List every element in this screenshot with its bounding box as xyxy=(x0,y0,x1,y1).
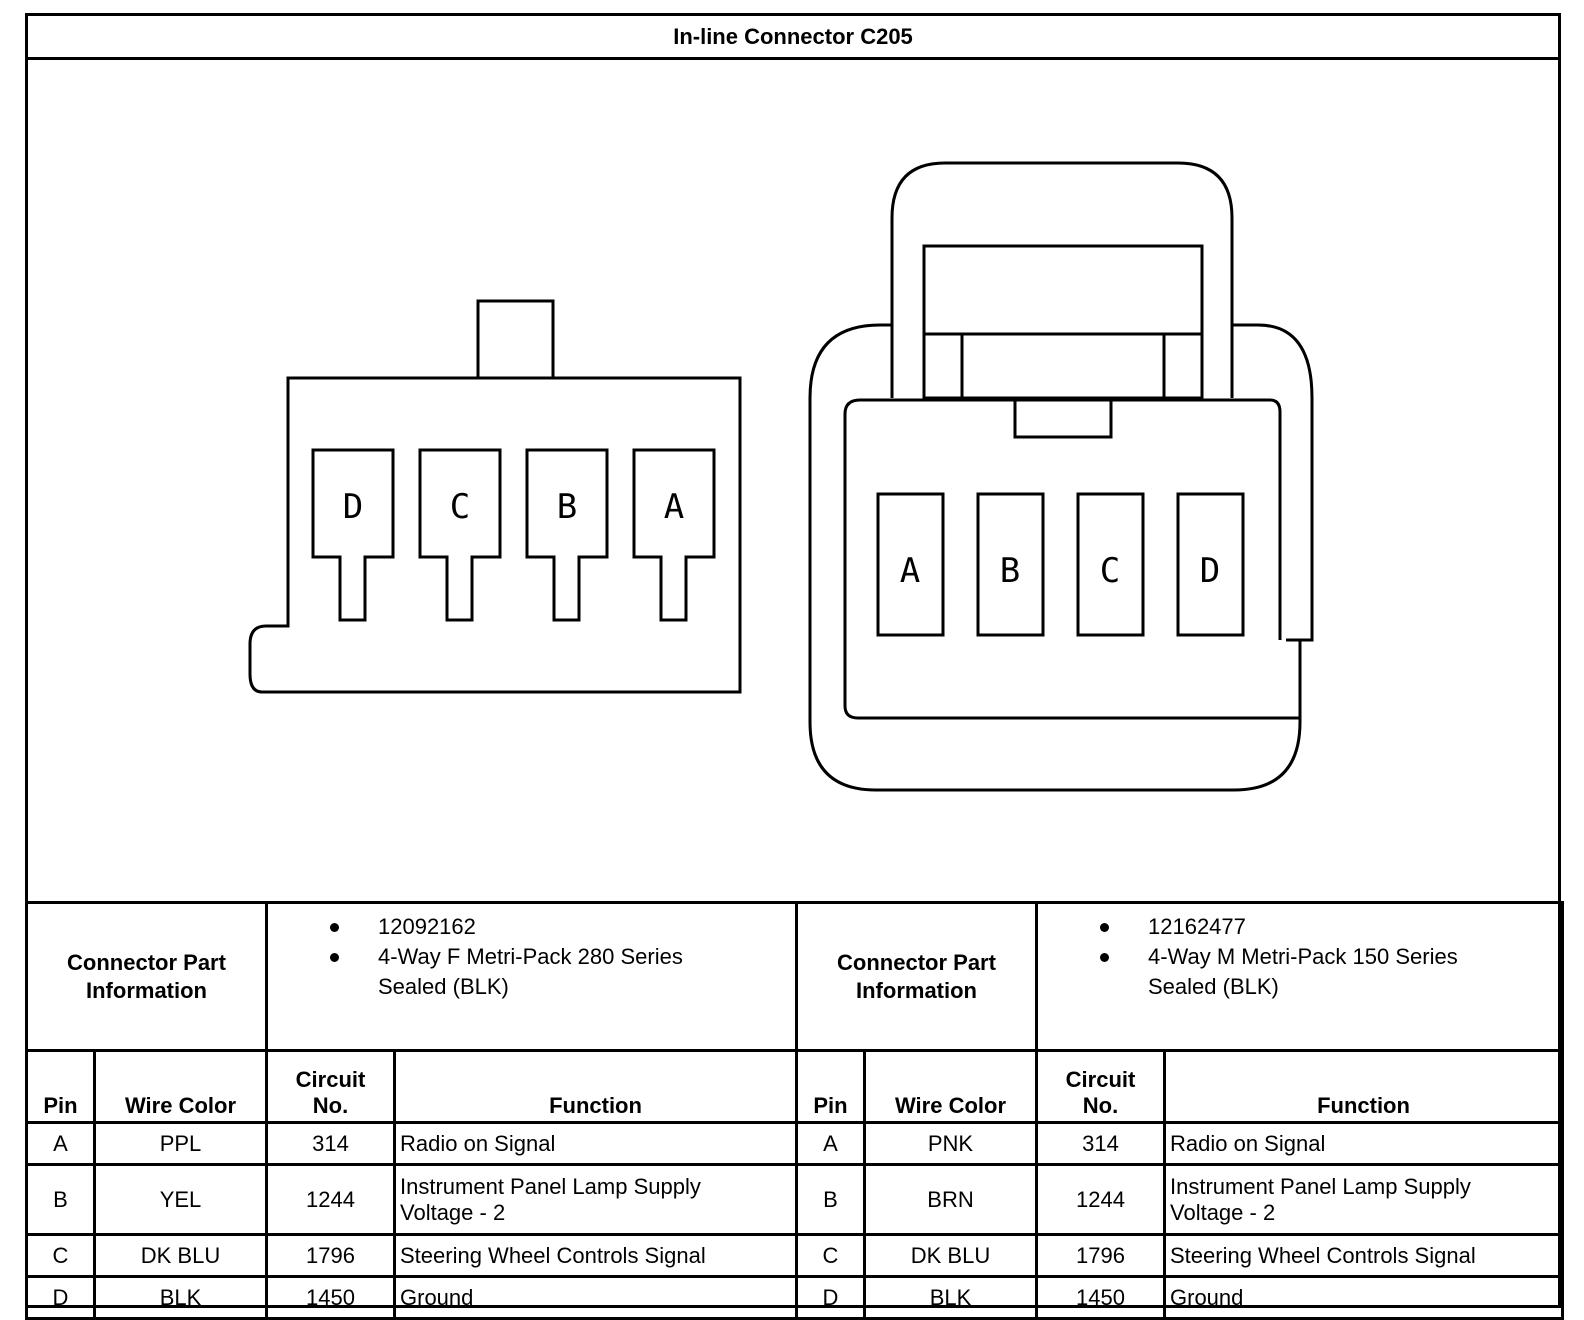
function-cell: Radio on Signal xyxy=(1163,1121,1564,1166)
pin-cell: B xyxy=(795,1163,866,1236)
wire-color-cell: DK BLU xyxy=(93,1233,268,1278)
table-row: C DK BLU 1796 Steering Wheel Controls Si… xyxy=(25,1233,1564,1278)
male-cavity-d xyxy=(1176,492,1245,637)
female-pin-label: B xyxy=(557,487,577,527)
circuit-cell: 1244 xyxy=(1035,1163,1166,1236)
function-cell: Ground xyxy=(393,1275,798,1320)
header-wire-color: Wire Color xyxy=(93,1049,268,1124)
part-info-table: Connector Part Information 12092162 4-Wa… xyxy=(25,901,1564,1052)
table-row: D BLK 1450 Ground D BLK 1450 Ground xyxy=(25,1275,1564,1320)
function-cell: Steering Wheel Controls Signal xyxy=(393,1233,798,1278)
function-cell: Radio on Signal xyxy=(393,1121,798,1166)
pin-cell: A xyxy=(25,1121,96,1166)
circuit-cell: 1450 xyxy=(265,1275,396,1320)
header-pin: Pin xyxy=(25,1049,96,1124)
circuit-cell: 314 xyxy=(265,1121,396,1166)
female-cavity-a xyxy=(632,448,716,622)
circuit-cell: 1450 xyxy=(1035,1275,1166,1320)
header-function: Function xyxy=(393,1049,798,1124)
male-pin-label: C xyxy=(1100,551,1120,591)
female-cavity-c xyxy=(418,448,502,622)
wire-color-cell: BRN xyxy=(863,1163,1038,1236)
pin-cell: C xyxy=(795,1233,866,1278)
female-connector-body xyxy=(248,299,742,694)
function-cell: Ground xyxy=(1163,1275,1564,1320)
female-cavity-b xyxy=(525,448,609,622)
page-title: In-line Connector C205 xyxy=(28,16,1558,60)
male-pin-label: D xyxy=(1200,551,1220,591)
part-number-item: 12162477 xyxy=(1042,912,1557,942)
pin-cell: A xyxy=(795,1121,866,1166)
pin-cell: D xyxy=(795,1275,866,1320)
pin-cell: D xyxy=(25,1275,96,1320)
part-info-label-right: Connector Part Information xyxy=(795,901,1038,1052)
function-cell: Steering Wheel Controls Signal xyxy=(1163,1233,1564,1278)
wire-color-cell: BLK xyxy=(93,1275,268,1320)
circuit-cell: 314 xyxy=(1035,1121,1166,1166)
wire-color-cell: PNK xyxy=(863,1121,1038,1166)
wire-color-cell: PPL xyxy=(93,1121,268,1166)
female-pin-label: D xyxy=(343,487,363,527)
pin-cell: B xyxy=(25,1163,96,1236)
circuit-cell: 1244 xyxy=(265,1163,396,1236)
table-row: A PPL 314 Radio on Signal A PNK 314 Radi… xyxy=(25,1121,1564,1166)
wire-color-cell: BLK xyxy=(863,1275,1038,1320)
wire-color-cell: DK BLU xyxy=(863,1233,1038,1278)
circuit-cell: 1796 xyxy=(265,1233,396,1278)
male-cavity-c xyxy=(1076,492,1145,637)
connector-drawings: D C B A A B C D xyxy=(248,161,1314,792)
female-cavity-d xyxy=(311,448,395,622)
part-number-item: 12092162 xyxy=(272,912,791,942)
wire-color-cell: YEL xyxy=(93,1163,268,1236)
male-cavity-a xyxy=(876,492,945,637)
pin-cell: C xyxy=(25,1233,96,1278)
male-pin-label: A xyxy=(900,551,920,591)
header-pin: Pin xyxy=(795,1049,866,1124)
header-function: Function xyxy=(1163,1049,1564,1124)
female-pin-label: C xyxy=(450,487,470,527)
male-connector-body xyxy=(808,161,1314,792)
male-cavity-b xyxy=(976,492,1045,637)
female-pin-label: A xyxy=(664,487,684,527)
circuit-cell: 1796 xyxy=(1035,1233,1166,1278)
header-wire-color: Wire Color xyxy=(863,1049,1038,1124)
male-pin-label: B xyxy=(1000,551,1020,591)
part-info-label-left: Connector Part Information xyxy=(25,901,268,1052)
